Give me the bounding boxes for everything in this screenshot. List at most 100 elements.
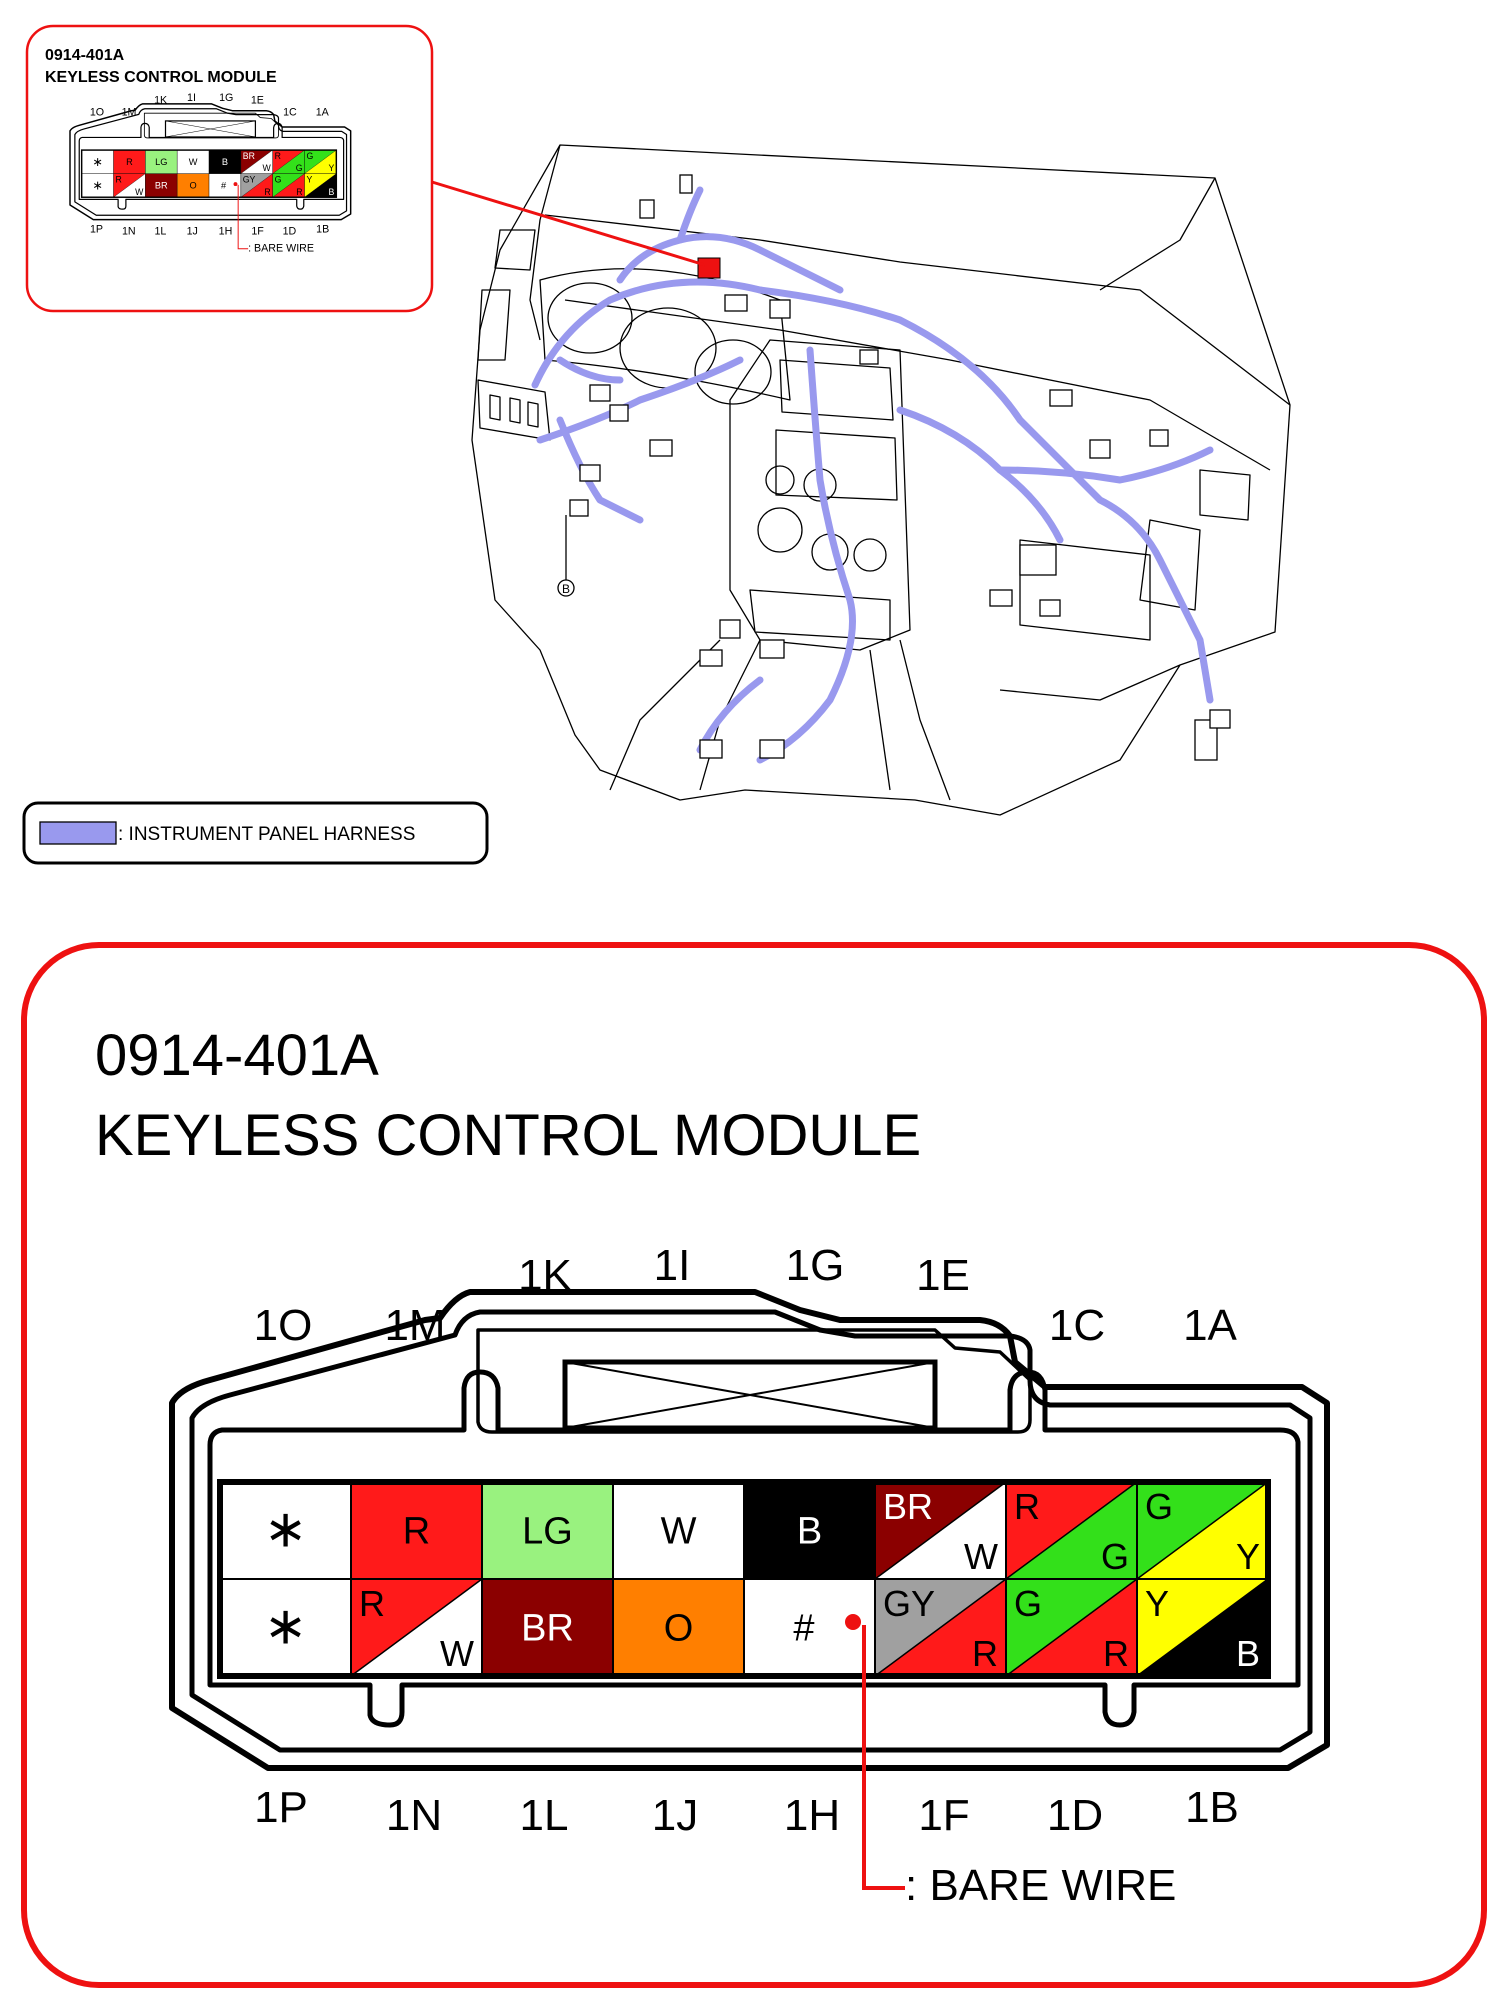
legend-harness-swatch bbox=[39, 821, 117, 845]
inset-wire-code: LG bbox=[155, 157, 167, 167]
inset-connector-shell bbox=[78, 122, 345, 210]
inset-wire-color bbox=[113, 150, 146, 174]
inset-terminal-cell: ∗ bbox=[81, 150, 114, 174]
pin-label-top: 1O bbox=[254, 1301, 313, 1350]
inset-terminal-cell: RW bbox=[113, 173, 146, 198]
pin-label-top: 1K bbox=[518, 1251, 572, 1300]
inset-wire-code-stripe: W bbox=[262, 163, 271, 173]
inset-connector-code: 0914-401A bbox=[45, 47, 125, 64]
wire-code-stripe: R bbox=[972, 1633, 998, 1674]
terminal-cell: LG bbox=[482, 1482, 613, 1579]
inset-wire-code: O bbox=[189, 181, 196, 191]
inset-wire-color bbox=[145, 150, 178, 174]
inset-pin-label-bottom: 1N bbox=[122, 226, 136, 238]
pin-label-top: 1I bbox=[654, 1241, 691, 1290]
inset-wire-code-primary: GY bbox=[243, 175, 256, 185]
wire-code: # bbox=[793, 1608, 814, 1650]
terminal-cell: ∗ bbox=[220, 1579, 351, 1676]
terminal-cell: GY R bbox=[874, 1578, 1007, 1677]
inset-terminal-cell: BR bbox=[145, 173, 178, 198]
inset-terminal-cell: LG bbox=[145, 150, 178, 174]
inset-pin-label-top: 1M bbox=[122, 107, 137, 119]
wire-code-stripe: Y bbox=[1236, 1536, 1260, 1577]
terminal-cell: W bbox=[613, 1482, 744, 1579]
inset-wire-code-primary: G bbox=[275, 175, 282, 185]
connector-name: KEYLESS CONTROL MODULE bbox=[95, 1103, 921, 1168]
bare-wire-leader bbox=[862, 1625, 905, 1890]
wire-code-primary: GY bbox=[883, 1583, 935, 1624]
wire-code: LG bbox=[522, 1511, 573, 1553]
wire-code: W bbox=[661, 1511, 697, 1553]
inset-wire-code: B bbox=[222, 157, 228, 167]
pin-label-bottom: 1J bbox=[652, 1791, 698, 1840]
inset-terminal-cell: GR bbox=[272, 173, 305, 198]
inset-bare-wire-leader bbox=[237, 184, 249, 250]
inset-terminal-cell: B bbox=[208, 150, 241, 174]
terminal-cell: BR W bbox=[874, 1481, 1007, 1580]
harness-point-b-label: B bbox=[562, 582, 570, 596]
inset-wire-code: R bbox=[126, 157, 133, 167]
pin-label-bottom: 1P bbox=[254, 1783, 308, 1832]
wire-color bbox=[744, 1482, 875, 1579]
inset-pin-label-bottom: 1F bbox=[251, 226, 264, 238]
wire-code-primary: R bbox=[359, 1583, 385, 1624]
bare-wire-dot bbox=[845, 1614, 861, 1630]
wire-code-stripe: B bbox=[1236, 1633, 1260, 1674]
inset-terminal-cell: GY bbox=[304, 149, 337, 174]
terminal-cell: GR bbox=[1005, 1578, 1138, 1677]
terminal-cell: # bbox=[744, 1579, 875, 1676]
inset-terminal-cell: BRW bbox=[240, 149, 273, 174]
inset-connector-name: KEYLESS CONTROL MODULE bbox=[45, 69, 277, 86]
pin-label-top: 1E bbox=[916, 1251, 970, 1300]
wire-color bbox=[482, 1482, 613, 1579]
terminal-cell: O bbox=[613, 1579, 744, 1676]
dash-outline bbox=[471, 144, 1291, 816]
pin-label-top: 1M bbox=[384, 1301, 445, 1350]
wire-code-primary: G bbox=[1145, 1486, 1173, 1527]
inset-pin-label-bottom: 1H bbox=[219, 226, 233, 238]
inset-wire-color bbox=[208, 173, 241, 198]
inset-terminal-cell: GYR bbox=[240, 173, 273, 198]
wire-color bbox=[220, 1482, 351, 1579]
inset-wire-color bbox=[81, 173, 114, 198]
pin-label-top: 1A bbox=[1183, 1301, 1237, 1350]
inset-pin-label-top: 1C bbox=[283, 107, 297, 119]
inset-wire-code: # bbox=[221, 181, 227, 191]
wire-color bbox=[351, 1482, 482, 1579]
terminal-cell: B bbox=[744, 1482, 875, 1579]
wire-color bbox=[613, 1482, 744, 1579]
wire-code: ∗ bbox=[264, 1598, 308, 1656]
inset-wire-color bbox=[208, 150, 241, 174]
inset-terminal-cell: R bbox=[113, 150, 146, 174]
inset-bare-wire-dot bbox=[233, 182, 238, 187]
inset-pin-label-top: 1A bbox=[316, 107, 330, 119]
inset-bare-wire-label: : BARE WIRE bbox=[248, 243, 314, 255]
inset-connector-latch-hood bbox=[143, 112, 279, 139]
inset-terminal-cell: YB bbox=[304, 173, 337, 198]
terminal-cell: BR bbox=[482, 1579, 613, 1676]
wire-code-primary: BR bbox=[883, 1486, 933, 1527]
legend-label: : INSTRUMENT PANEL HARNESS bbox=[118, 824, 415, 845]
wire-code: O bbox=[664, 1608, 694, 1650]
inset-wire-code-primary: R bbox=[115, 175, 121, 185]
pin-label-bottom: 1L bbox=[520, 1791, 569, 1840]
terminal-cell: GY bbox=[1136, 1481, 1269, 1580]
inset-terminal-cell: ∗ bbox=[81, 173, 114, 198]
bare-wire-label: : BARE WIRE bbox=[905, 1861, 1176, 1910]
inset-wire-code: ∗ bbox=[92, 178, 103, 192]
inset-wire-color bbox=[177, 150, 209, 174]
wire-color bbox=[220, 1579, 351, 1676]
wire-code: BR bbox=[521, 1608, 574, 1650]
wire-code: ∗ bbox=[264, 1501, 308, 1559]
connector-shell bbox=[207, 1369, 1301, 1728]
inset-wire-color bbox=[145, 173, 178, 198]
wire-code: B bbox=[797, 1511, 822, 1553]
keyless-module-location bbox=[697, 257, 721, 279]
wire-code-stripe: G bbox=[1101, 1536, 1129, 1577]
wire-code-stripe: W bbox=[440, 1633, 474, 1674]
inset-terminal-cell: # bbox=[208, 173, 241, 198]
wire-code-stripe: W bbox=[964, 1536, 998, 1577]
